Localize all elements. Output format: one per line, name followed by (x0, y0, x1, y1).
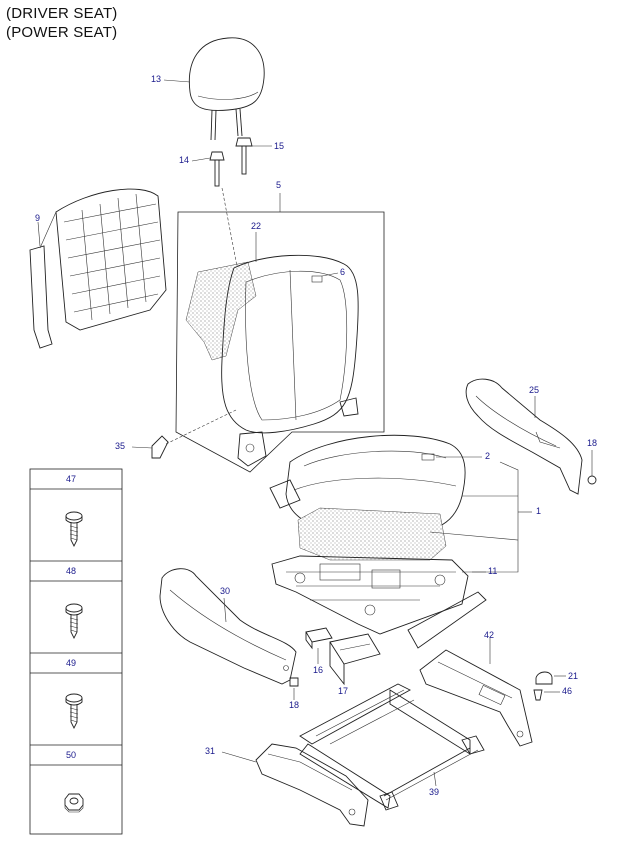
callout-17: 17 (338, 686, 348, 696)
seat-track-rails[interactable] (299, 683, 485, 811)
callout-15: 15 (274, 141, 284, 151)
track-cover-plate[interactable] (407, 591, 487, 649)
inner-side-shield[interactable] (419, 649, 533, 747)
screw-46[interactable] (533, 689, 543, 701)
callout-16: 16 (313, 665, 323, 675)
cap[interactable] (535, 671, 553, 685)
callout-39: 39 (429, 787, 439, 797)
clip-18-lower[interactable] (289, 677, 299, 687)
callout-5: 5 (276, 180, 281, 190)
callout-18-upper: 18 (587, 438, 597, 448)
legend-item-49: 49 (66, 658, 76, 668)
power-seat-switch[interactable] (305, 627, 333, 650)
callout-46: 46 (562, 686, 572, 696)
callout-13: 13 (151, 74, 161, 84)
callout-31: 31 (205, 746, 215, 756)
callout-30: 30 (220, 586, 230, 596)
headrest-guide-left[interactable] (209, 151, 225, 187)
callout-6: 6 (340, 267, 345, 277)
callout-25: 25 (529, 385, 539, 395)
callout-14: 14 (179, 155, 189, 165)
screw-icon (65, 603, 83, 640)
callout-22: 22 (251, 221, 261, 231)
callout-11: 11 (488, 566, 497, 576)
callout-35: 35 (115, 441, 125, 451)
clip-18-upper[interactable] (587, 475, 597, 485)
callout-9: 9 (35, 213, 40, 223)
callout-42: 42 (484, 630, 494, 640)
seat-back-pad[interactable] (185, 261, 257, 361)
seat-cushion-pad[interactable] (297, 507, 447, 561)
screw-icon (65, 693, 83, 730)
switch-bracket[interactable] (329, 633, 381, 686)
outer-rail-cover[interactable] (255, 743, 369, 827)
legend-item-48: 48 (66, 566, 76, 576)
power-adjuster-track[interactable] (271, 555, 469, 635)
seat-back-frame[interactable] (29, 188, 167, 349)
title-driver-seat: (DRIVER SEAT) (6, 5, 118, 22)
seat-cushion-cover[interactable] (269, 434, 466, 531)
seat-back-assembly-box (175, 211, 385, 473)
headrest-guide-right[interactable] (235, 137, 253, 175)
seat-back-cover[interactable] (221, 254, 359, 467)
title-power-seat: (POWER SEAT) (6, 24, 118, 41)
callout-2: 2 (485, 451, 490, 461)
callout-1: 1 (536, 506, 541, 516)
seat-side-cover[interactable] (159, 568, 297, 685)
headrest[interactable] (188, 37, 265, 141)
hex-nut-icon (64, 793, 84, 813)
seat-side-shield[interactable] (465, 378, 583, 495)
screw-icon (65, 511, 83, 548)
callout-18-lower: 18 (289, 700, 299, 710)
legend-item-47: 47 (66, 474, 76, 484)
fastener-legend-table (29, 468, 123, 835)
callout-21: 21 (568, 671, 578, 681)
recliner-lever[interactable] (151, 435, 169, 459)
legend-item-50: 50 (66, 750, 76, 760)
